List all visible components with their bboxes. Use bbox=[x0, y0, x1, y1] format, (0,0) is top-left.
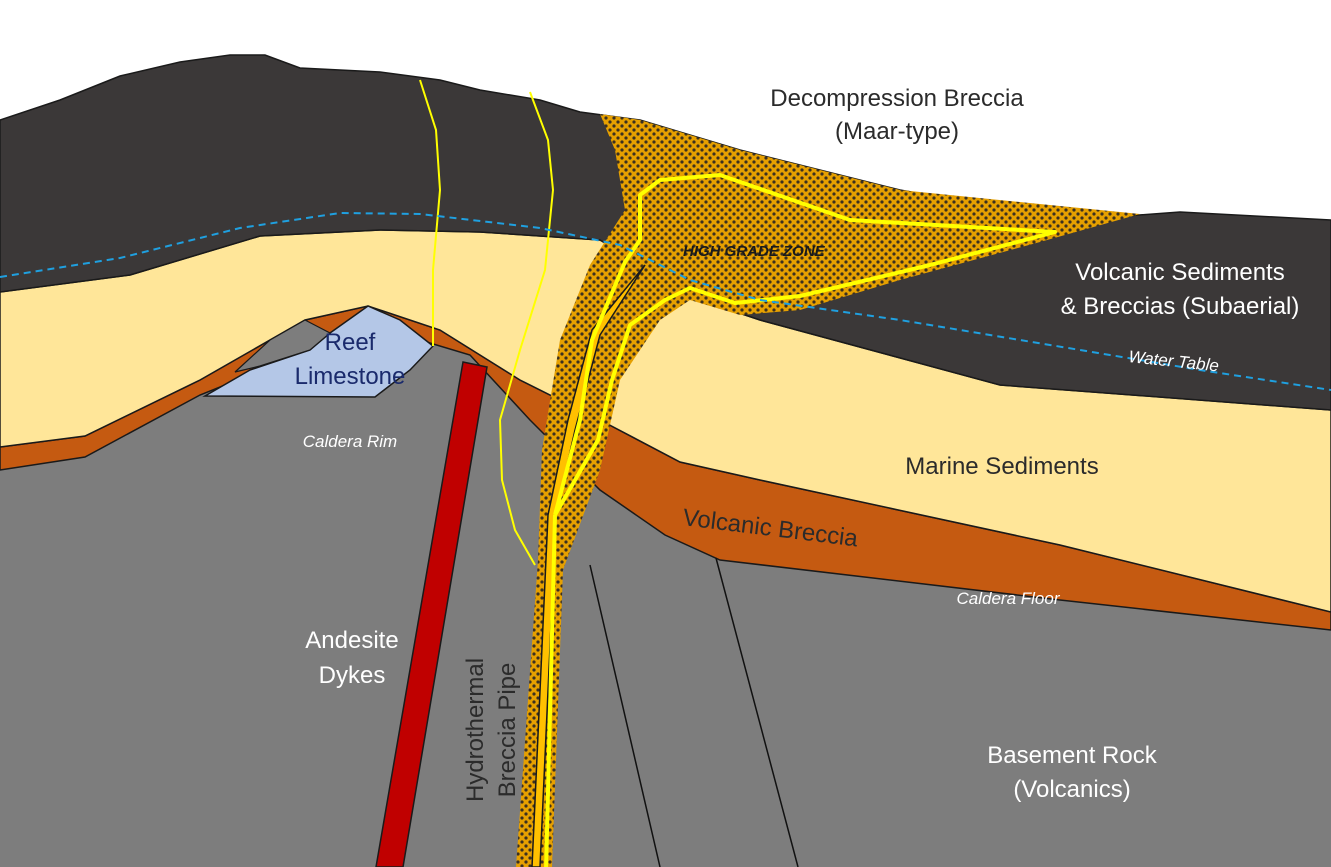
label-caldera-rim: Caldera Rim bbox=[303, 432, 397, 451]
label-basement-line1: Basement Rock bbox=[987, 742, 1157, 769]
label-marine-sediments: Marine Sediments bbox=[905, 453, 1098, 480]
fault-line-1 bbox=[589, 564, 661, 867]
andesite-dyke bbox=[375, 361, 488, 867]
label-reef-line2: Limestone bbox=[295, 363, 406, 390]
label-caldera-floor: Caldera Floor bbox=[957, 589, 1061, 608]
high-grade-vein-outline bbox=[544, 173, 1057, 867]
label-reef-line1: Reef bbox=[325, 329, 376, 356]
reef-dark-wedge bbox=[234, 319, 332, 373]
label-volcanic-sediments-line2: & Breccias (Subaerial) bbox=[1061, 293, 1300, 320]
label-high-grade-zone: HIGH GRADE ZONE bbox=[683, 243, 826, 260]
fault-line-2 bbox=[715, 557, 799, 867]
label-andesite-line1: Andesite bbox=[305, 627, 398, 654]
label-andesite-line2: Dykes bbox=[319, 662, 386, 689]
label-basement-line2: (Volcanics) bbox=[1013, 776, 1130, 803]
water-table-line bbox=[0, 211, 1331, 391]
label-volcanic-sediments-line1: Volcanic Sediments bbox=[1075, 259, 1284, 286]
thin-vein-1 bbox=[419, 79, 442, 346]
label-pipe-line1: Hydrothermal bbox=[462, 658, 489, 802]
label-decompression-line1: Decompression Breccia bbox=[770, 85, 1024, 112]
thin-vein-2 bbox=[498, 91, 555, 566]
decompression-breccia-body bbox=[516, 114, 1140, 867]
label-decompression-line2: (Maar-type) bbox=[835, 118, 959, 145]
label-pipe-line2: Breccia Pipe bbox=[494, 663, 521, 798]
